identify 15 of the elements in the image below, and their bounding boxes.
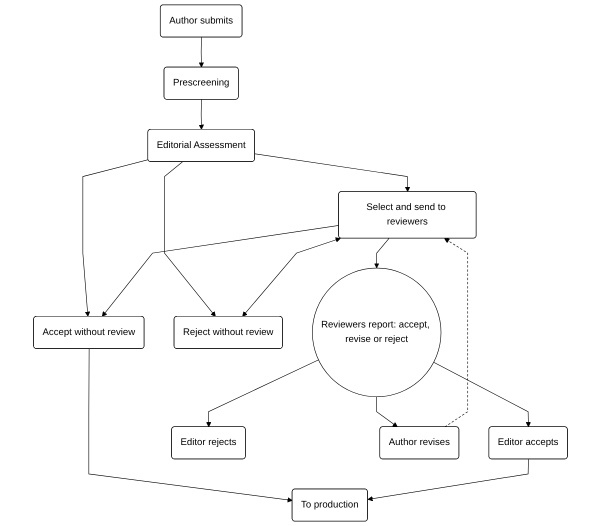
arrow — [82, 159, 148, 317]
arrow — [444, 238, 468, 428]
arrow — [206, 360, 319, 428]
arrow — [254, 153, 410, 192]
node-circle: Reviewers report: accept, revise or reject — [312, 268, 442, 398]
arrow — [102, 225, 340, 317]
arrow — [198, 99, 204, 130]
arrow — [242, 237, 341, 317]
arrow — [368, 458, 529, 502]
arrow — [374, 238, 390, 268]
arrow — [164, 162, 216, 317]
arrow — [433, 362, 531, 428]
arrow — [376, 396, 398, 428]
arrow — [198, 37, 204, 68]
arrow — [88, 348, 293, 502]
